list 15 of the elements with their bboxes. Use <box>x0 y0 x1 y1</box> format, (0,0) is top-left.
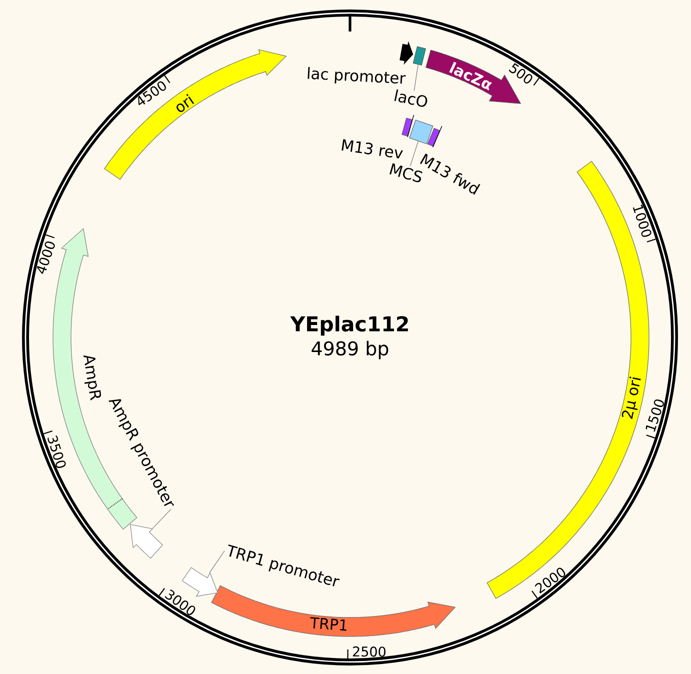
feature-segment: TRP1 <box>211 585 456 637</box>
feature-label: M13 rev <box>342 139 403 158</box>
tick-label: 1000 <box>632 204 652 237</box>
tick-label: 3500 <box>48 436 66 468</box>
leader-line <box>414 64 418 92</box>
feature-label: M13 fwd <box>420 154 480 195</box>
leader-line <box>152 508 172 530</box>
leader-line <box>410 140 419 166</box>
feature-label: lacO <box>394 89 428 107</box>
feature-label: AmpR <box>83 355 101 401</box>
tick-label: 4000 <box>37 241 55 274</box>
feature-label: MCS <box>390 163 422 182</box>
feature-label: lac promoter <box>308 66 406 84</box>
leader-line <box>209 550 225 574</box>
feature-box <box>409 120 434 144</box>
